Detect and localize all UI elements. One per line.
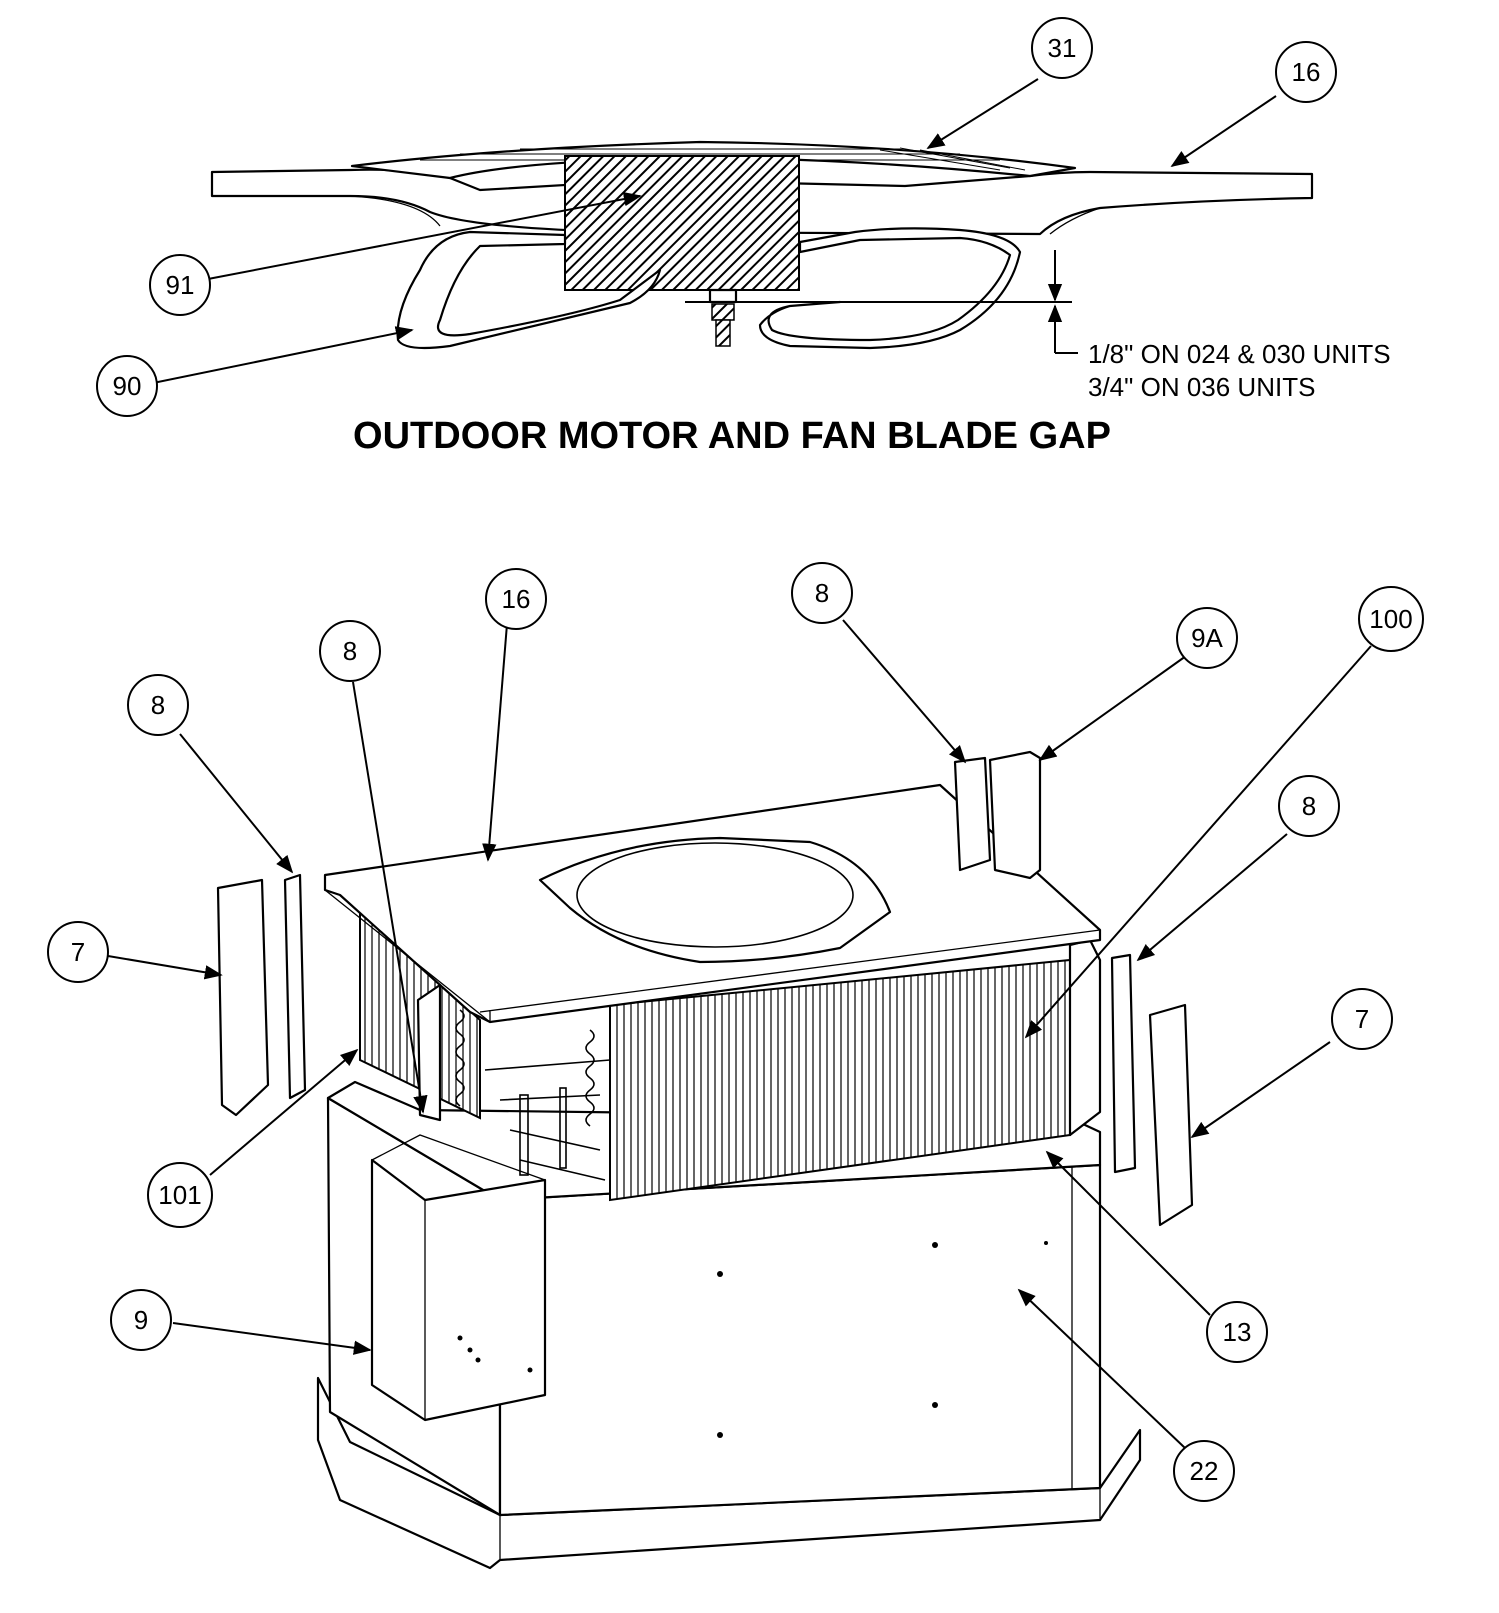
svg-text:9A: 9A	[1191, 623, 1223, 653]
callout-8-rear: 8	[791, 562, 853, 624]
svg-text:22: 22	[1190, 1456, 1219, 1486]
svg-text:8: 8	[815, 578, 829, 608]
corner-post-8-rear	[953, 756, 992, 872]
control-box	[370, 1158, 547, 1422]
control-box-side	[371, 1134, 546, 1420]
base-rail	[499, 1488, 1101, 1560]
callout-101: 101	[147, 1162, 213, 1228]
svg-text:8: 8	[1302, 791, 1316, 821]
coil-piping	[455, 1009, 611, 1181]
callout-91: 91	[149, 254, 211, 316]
callout-16: 16	[485, 568, 547, 630]
svg-text:16: 16	[502, 584, 531, 614]
callout-31: 31	[1031, 17, 1093, 79]
base-pan	[316, 1376, 1142, 1570]
svg-text:8: 8	[343, 636, 357, 666]
svg-text:13: 13	[1223, 1317, 1252, 1347]
corner-post-7-right	[1148, 1003, 1194, 1227]
unit-exploded-view	[216, 750, 1194, 1570]
corner-post-7-left	[216, 878, 270, 1117]
corner-post-8-right	[1110, 953, 1137, 1174]
callout-8-center: 8	[319, 620, 381, 682]
callout-13: 13	[1206, 1301, 1268, 1363]
svg-text:16: 16	[1292, 57, 1321, 87]
callout-16-top: 16	[1275, 41, 1337, 103]
callout-8-left: 8	[127, 674, 189, 736]
svg-text:8: 8	[151, 690, 165, 720]
callout-9A: 9A	[1176, 607, 1238, 669]
svg-text:91: 91	[166, 270, 195, 300]
callout-22: 22	[1173, 1440, 1235, 1502]
callout-7-left: 7	[47, 921, 109, 983]
fan-assembly-detail: 1/8" ON 024 & 030 UNITS 3/4" ON 036 UNIT…	[210, 140, 1391, 402]
diagram-title: OUTDOOR MOTOR AND FAN BLADE GAP	[353, 415, 1111, 457]
callout-7-right: 7	[1331, 988, 1393, 1050]
svg-text:101: 101	[158, 1180, 201, 1210]
corner-post-9A	[988, 750, 1042, 880]
top-panel-edge	[324, 889, 1101, 1023]
orifice-bell-left	[349, 195, 441, 227]
svg-text:100: 100	[1369, 604, 1412, 634]
control-box-holes	[457, 1335, 533, 1373]
front-panel-holes	[717, 1241, 1048, 1438]
gap-note-line2: 3/4" ON 036 UNITS	[1088, 372, 1315, 402]
fan-blade-right	[758, 227, 1022, 350]
front-panel	[498, 1163, 1102, 1517]
callout-9: 9	[110, 1289, 172, 1351]
orifice-bell-right	[1049, 207, 1101, 235]
svg-text:7: 7	[1355, 1004, 1369, 1034]
shaft-nut	[711, 303, 735, 321]
callout-90: 90	[96, 355, 158, 417]
svg-text:7: 7	[71, 937, 85, 967]
corner-post-8-center	[416, 983, 442, 1122]
leader-lines	[107, 78, 1372, 1449]
callout-8-right: 8	[1278, 775, 1340, 837]
svg-text:9: 9	[134, 1305, 148, 1335]
fan-motor	[564, 155, 800, 291]
corner-post-8-left	[283, 873, 307, 1100]
gap-note-line1: 1/8" ON 024 & 030 UNITS	[1088, 339, 1391, 369]
fan-hub	[708, 288, 738, 304]
gap-dimension	[1047, 250, 1078, 354]
svg-text:31: 31	[1048, 33, 1077, 63]
svg-text:90: 90	[113, 371, 142, 401]
motor-shaft	[715, 319, 731, 347]
orifice-opening	[576, 842, 854, 948]
callout-100: 100	[1358, 586, 1424, 652]
fan-blade-left	[396, 230, 662, 350]
